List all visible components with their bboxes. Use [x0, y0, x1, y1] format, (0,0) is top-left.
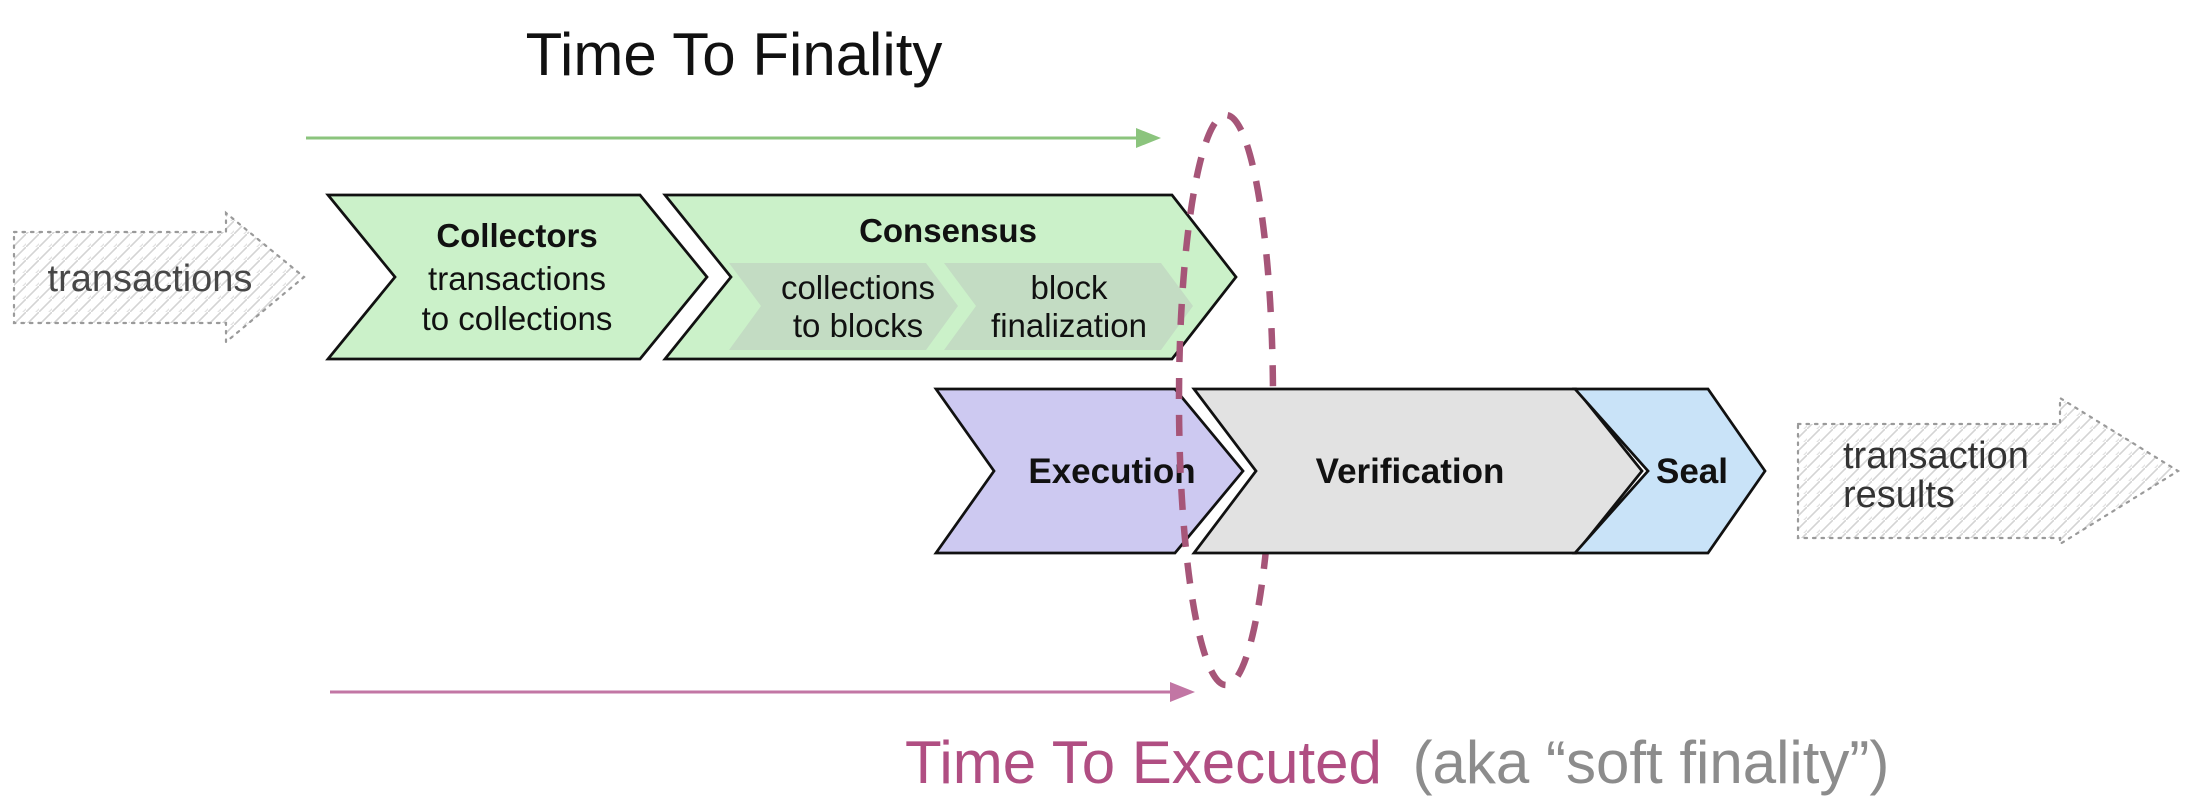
- consensus-stage: Consensus collections to blocks block fi…: [662, 193, 1238, 361]
- seal-title: Seal: [1656, 452, 1728, 491]
- time-to-executed-title: Time To Executed (aka “soft finality”): [905, 729, 1889, 796]
- transactions-input-label: transactions: [48, 258, 253, 300]
- seal-stage: Seal: [1571, 387, 1767, 555]
- time-to-executed-label: Time To Executed: [905, 729, 1382, 796]
- block-finalization-subchevron: [944, 263, 1193, 350]
- execution-stage: Execution: [933, 387, 1245, 555]
- collections-to-blocks-subchevron: [729, 263, 958, 350]
- collectors-line2: to collections: [422, 300, 613, 337]
- transaction-results-output-arrow: transaction results: [1796, 396, 2181, 546]
- transactions-input-arrow: transactions: [12, 210, 306, 345]
- transactions-input-arrow-shape: [12, 210, 306, 345]
- execution-chevron: [933, 387, 1245, 555]
- time-to-finality-arrow: [306, 128, 1161, 148]
- collectors-title: Collectors: [436, 217, 597, 254]
- execution-title: Execution: [1028, 452, 1195, 491]
- soft-finality-suffix: (aka “soft finality”): [1413, 729, 1890, 796]
- collectors-line1: transactions: [428, 260, 606, 297]
- block-finalization-line2: finalization: [991, 307, 1147, 344]
- time-to-executed-arrowhead: [1170, 682, 1195, 702]
- transaction-results-label-line1: transaction: [1843, 435, 2029, 477]
- time-to-finality-arrowhead: [1136, 128, 1161, 148]
- time-to-finality-title: Time To Finality: [526, 21, 943, 88]
- collections-to-blocks-line1: collections: [781, 269, 935, 306]
- collectors-stage: Collectors transactions to collections: [325, 193, 709, 361]
- block-finalization-line1: block: [1030, 269, 1108, 306]
- transaction-results-label-line2: results: [1843, 474, 1955, 516]
- time-to-executed-arrow: [330, 682, 1195, 702]
- verification-stage: Verification: [1191, 387, 1644, 555]
- seal-chevron: [1571, 387, 1767, 555]
- verification-title: Verification: [1316, 452, 1505, 491]
- transaction-results-output-arrow-shape: [1796, 396, 2181, 546]
- collections-to-blocks-line2: to blocks: [793, 307, 923, 344]
- collectors-chevron: [325, 193, 709, 361]
- consensus-title: Consensus: [859, 212, 1037, 249]
